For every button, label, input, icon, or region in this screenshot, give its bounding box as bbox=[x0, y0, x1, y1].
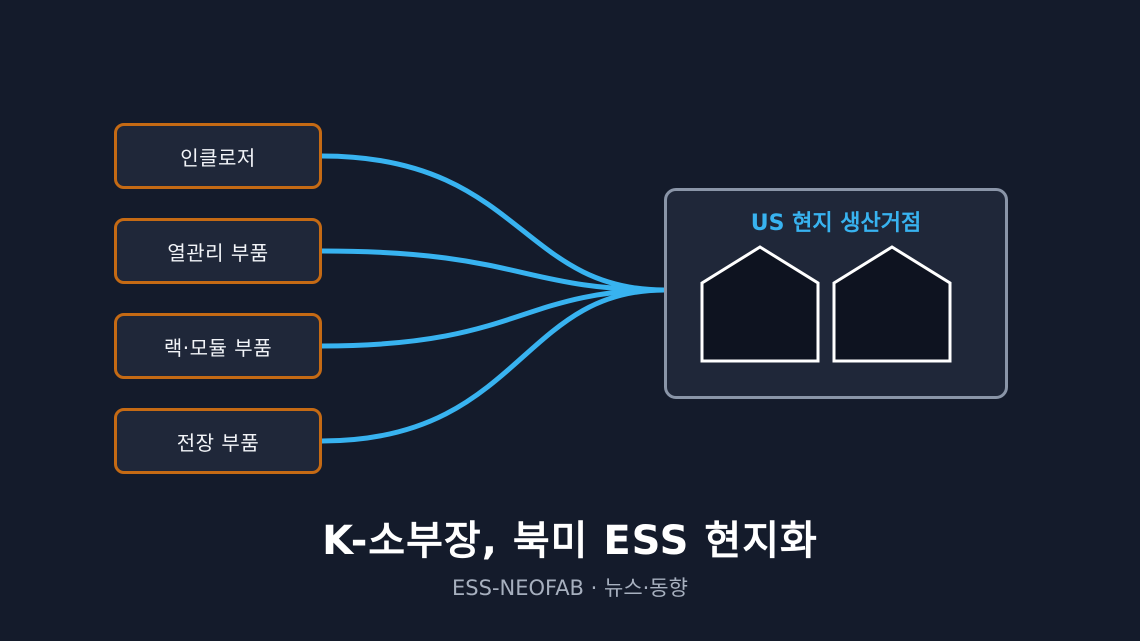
subtitle: ESS-NEOFAB · 뉴스·동향 bbox=[452, 576, 688, 600]
flow-line-enclosure bbox=[319, 153, 667, 293]
house-icon-left bbox=[700, 245, 820, 363]
source-box-thermal-parts: 열관리 부품 bbox=[114, 218, 322, 284]
headline: K-소부장, 북미 ESS 현지화 bbox=[322, 518, 818, 564]
source-box-rack-module-parts: 랙·모듈 부품 bbox=[114, 313, 322, 379]
source-box-enclosure: 인클로저 bbox=[114, 123, 322, 189]
flow-line-rack-module bbox=[319, 287, 667, 349]
flow-line-electrical bbox=[319, 287, 667, 444]
flow-line-thermal bbox=[319, 248, 667, 293]
source-box-electrical-parts: 전장 부품 bbox=[114, 408, 322, 474]
house-icon-right bbox=[832, 245, 952, 363]
plant-title: US 현지 생산거점 bbox=[750, 211, 922, 236]
